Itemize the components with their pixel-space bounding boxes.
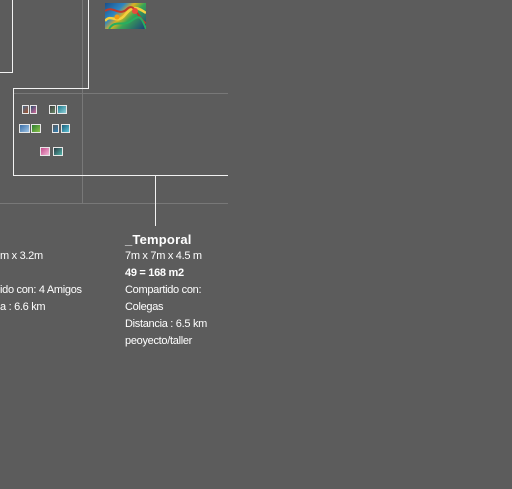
left-project-dimensions: m x 3.2m	[0, 250, 43, 262]
temporal-project-info: _Temporal 7m x 7m x 4.5 m 49 = 168 m2 Co…	[125, 231, 207, 350]
frame-inner-h	[0, 72, 13, 73]
temporal-project-shared-label: Compartido con:	[125, 284, 202, 296]
photo-thumbnail-2[interactable]	[30, 105, 37, 114]
frame-outer-h	[13, 88, 89, 89]
temporal-project-title: _Temporal	[125, 232, 192, 247]
photo-thumbnail-1[interactable]	[22, 105, 29, 114]
artwork-thumbnail[interactable]	[105, 3, 146, 29]
photo-thumbnail-5[interactable]	[19, 124, 30, 133]
frame-box-h	[13, 175, 228, 176]
frame-outer-v	[88, 0, 89, 89]
left-project-distance: a : 6.6 km	[0, 301, 46, 313]
frame-box-v	[13, 88, 14, 176]
frame-inner-v	[12, 0, 13, 73]
photo-thumbnail-7[interactable]	[52, 124, 59, 133]
photo-thumbnail-8[interactable]	[61, 124, 70, 133]
grid-line-h-top	[13, 93, 228, 94]
artwork-pattern	[105, 6, 146, 29]
temporal-project-type: peoyecto/taller	[125, 335, 193, 347]
photo-thumbnail-6[interactable]	[31, 124, 41, 133]
grid-line-h-bottom	[0, 203, 228, 204]
temporal-project-distance: Distancia : 6.5 km	[125, 318, 208, 330]
photo-thumbnail-4[interactable]	[57, 105, 67, 114]
photo-thumbnail-9[interactable]	[40, 147, 50, 156]
grid-line-v-center	[82, 0, 83, 204]
photo-thumbnail-3[interactable]	[49, 105, 56, 114]
temporal-project-dimensions: 7m x 7m x 4.5 m	[125, 250, 202, 262]
callout-connector	[155, 176, 156, 226]
left-project-shared: ido con: 4 Amigos	[0, 284, 82, 296]
photo-thumbnail-10[interactable]	[53, 147, 63, 156]
temporal-project-area: 49 = 168 m2	[125, 267, 184, 279]
temporal-project-shared-with: Colegas	[125, 301, 164, 313]
left-project-info: m x 3.2m ido con: 4 Amigos a : 6.6 km	[0, 248, 82, 316]
